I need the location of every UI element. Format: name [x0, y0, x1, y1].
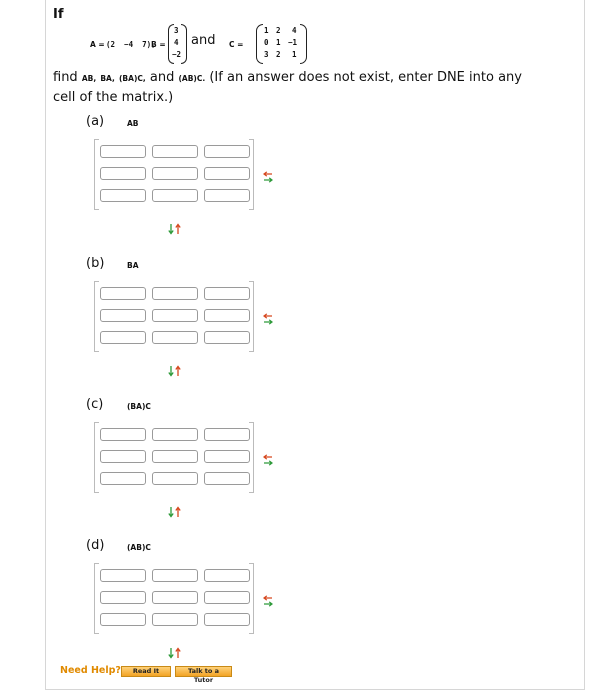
- b-entry-1: 3: [174, 26, 179, 35]
- part-a-cell-r2-c2[interactable]: [152, 167, 198, 180]
- part-d-matrix: [94, 563, 254, 634]
- part-c-resize-rows-icon[interactable]: [168, 503, 182, 518]
- prompt-find: find: [53, 70, 78, 85]
- part-b-cell-r3-c2[interactable]: [152, 331, 198, 344]
- part-c-cell-r2-c2[interactable]: [152, 450, 198, 463]
- part-b-cell-r3-c3[interactable]: [204, 331, 250, 344]
- part-d-cell-r2-c3[interactable]: [204, 591, 250, 604]
- part-d-cell-r2-c1[interactable]: [100, 591, 146, 604]
- c-r1-c1: 1: [264, 26, 269, 35]
- part-b-cell-r2-c2[interactable]: [152, 309, 198, 322]
- part-d-cell-r3-c3[interactable]: [204, 613, 250, 626]
- part-c-cell-r3-c3[interactable]: [204, 472, 250, 485]
- part-c-cell-r2-c1[interactable]: [100, 450, 146, 463]
- part-c-cell-r1-c3[interactable]: [204, 428, 250, 441]
- part-a-cell-r3-c2[interactable]: [152, 189, 198, 202]
- part-d-expression: (AB)C: [127, 543, 151, 552]
- b-entry-2: 4: [174, 38, 179, 47]
- c-r2-c2: 1: [276, 38, 281, 47]
- part-c-cell-r1-c2[interactable]: [152, 428, 198, 441]
- part-a-cell-r1-c1[interactable]: [100, 145, 146, 158]
- prompt-item-ab: AB,: [81, 74, 97, 83]
- part-b-label: (b): [86, 256, 105, 271]
- c-r2-c3: −1: [288, 38, 298, 47]
- question-card: [45, 0, 585, 690]
- part-a-cell-r1-c2[interactable]: [152, 145, 198, 158]
- need-help-label: Need Help?: [60, 665, 121, 676]
- c-r3-c1: 3: [264, 50, 269, 59]
- part-a-cell-r3-c3[interactable]: [204, 189, 250, 202]
- part-b-cell-r1-c2[interactable]: [152, 287, 198, 300]
- part-c-resize-columns-icon[interactable]: [263, 451, 273, 466]
- part-a-resize-rows-icon[interactable]: [168, 220, 182, 235]
- part-a-cell-r1-c3[interactable]: [204, 145, 250, 158]
- part-c-cell-r1-c1[interactable]: [100, 428, 146, 441]
- talk-to-tutor-button[interactable]: Talk to a Tutor: [175, 666, 232, 684]
- c-left-paren: [256, 24, 263, 64]
- part-a-expression: AB: [127, 119, 139, 128]
- c-r3-c2: 2: [276, 50, 281, 59]
- part-a-cell-r2-c1[interactable]: [100, 167, 146, 180]
- b-label: B =: [151, 40, 166, 49]
- part-d-resize-rows-icon[interactable]: [168, 644, 182, 659]
- part-d-cell-r1-c1[interactable]: [100, 569, 146, 582]
- prompt-and: and: [149, 70, 175, 85]
- a-label: A =: [90, 40, 105, 49]
- part-d-cell-r2-c2[interactable]: [152, 591, 198, 604]
- part-b-resize-columns-icon[interactable]: [263, 310, 273, 325]
- c-r1-c3: 4: [292, 26, 297, 35]
- part-b-resize-rows-icon[interactable]: [168, 362, 182, 377]
- prompt-line-2: cell of the matrix.): [53, 90, 174, 105]
- part-b-cell-r3-c1[interactable]: [100, 331, 146, 344]
- part-d-resize-columns-icon[interactable]: [263, 592, 273, 607]
- part-b-expression: BA: [127, 261, 139, 270]
- part-c-label: (c): [86, 397, 104, 412]
- part-c-expression: (BA)C: [127, 402, 151, 411]
- c-r1-c2: 2: [276, 26, 281, 35]
- c-label: C =: [229, 40, 244, 49]
- part-a-label: (a): [86, 114, 105, 129]
- part-a-matrix: [94, 139, 254, 210]
- part-a-cell-r2-c3[interactable]: [204, 167, 250, 180]
- part-b-cell-r1-c1[interactable]: [100, 287, 146, 300]
- part-d-cell-r1-c2[interactable]: [152, 569, 198, 582]
- prompt-item-abc: (AB)C.: [178, 74, 206, 83]
- b-entry-3: −2: [172, 50, 182, 59]
- part-b-cell-r1-c3[interactable]: [204, 287, 250, 300]
- part-d-label: (d): [86, 538, 105, 553]
- part-c-matrix: [94, 422, 254, 493]
- part-b-matrix: [94, 281, 254, 352]
- intro-label: If: [53, 7, 64, 22]
- b-right-paren: [181, 24, 187, 64]
- part-d-cell-r1-c3[interactable]: [204, 569, 250, 582]
- b-left-paren: [168, 24, 174, 64]
- prompt-tail: (If an answer does not exist, enter DNE …: [209, 70, 522, 85]
- read-it-button[interactable]: Read It: [121, 666, 171, 677]
- part-c-cell-r2-c3[interactable]: [204, 450, 250, 463]
- part-b-cell-r2-c3[interactable]: [204, 309, 250, 322]
- part-a-cell-r3-c1[interactable]: [100, 189, 146, 202]
- part-d-cell-r3-c2[interactable]: [152, 613, 198, 626]
- c-r2-c1: 0: [264, 38, 269, 47]
- c-r3-c3: 1: [292, 50, 297, 59]
- prompt-item-bac: (BA)C,: [119, 74, 146, 83]
- part-a-resize-columns-icon[interactable]: [263, 168, 273, 183]
- a-value: (2 −4 7),: [106, 40, 156, 49]
- prompt-item-ba: BA,: [100, 74, 115, 83]
- and-text: and: [191, 33, 216, 48]
- part-d-cell-r3-c1[interactable]: [100, 613, 146, 626]
- c-right-paren: [300, 24, 307, 64]
- part-c-cell-r3-c2[interactable]: [152, 472, 198, 485]
- part-b-cell-r2-c1[interactable]: [100, 309, 146, 322]
- prompt-line-1: find AB, BA, (BA)C, and (AB)C. (If an an…: [53, 68, 573, 88]
- part-c-cell-r3-c1[interactable]: [100, 472, 146, 485]
